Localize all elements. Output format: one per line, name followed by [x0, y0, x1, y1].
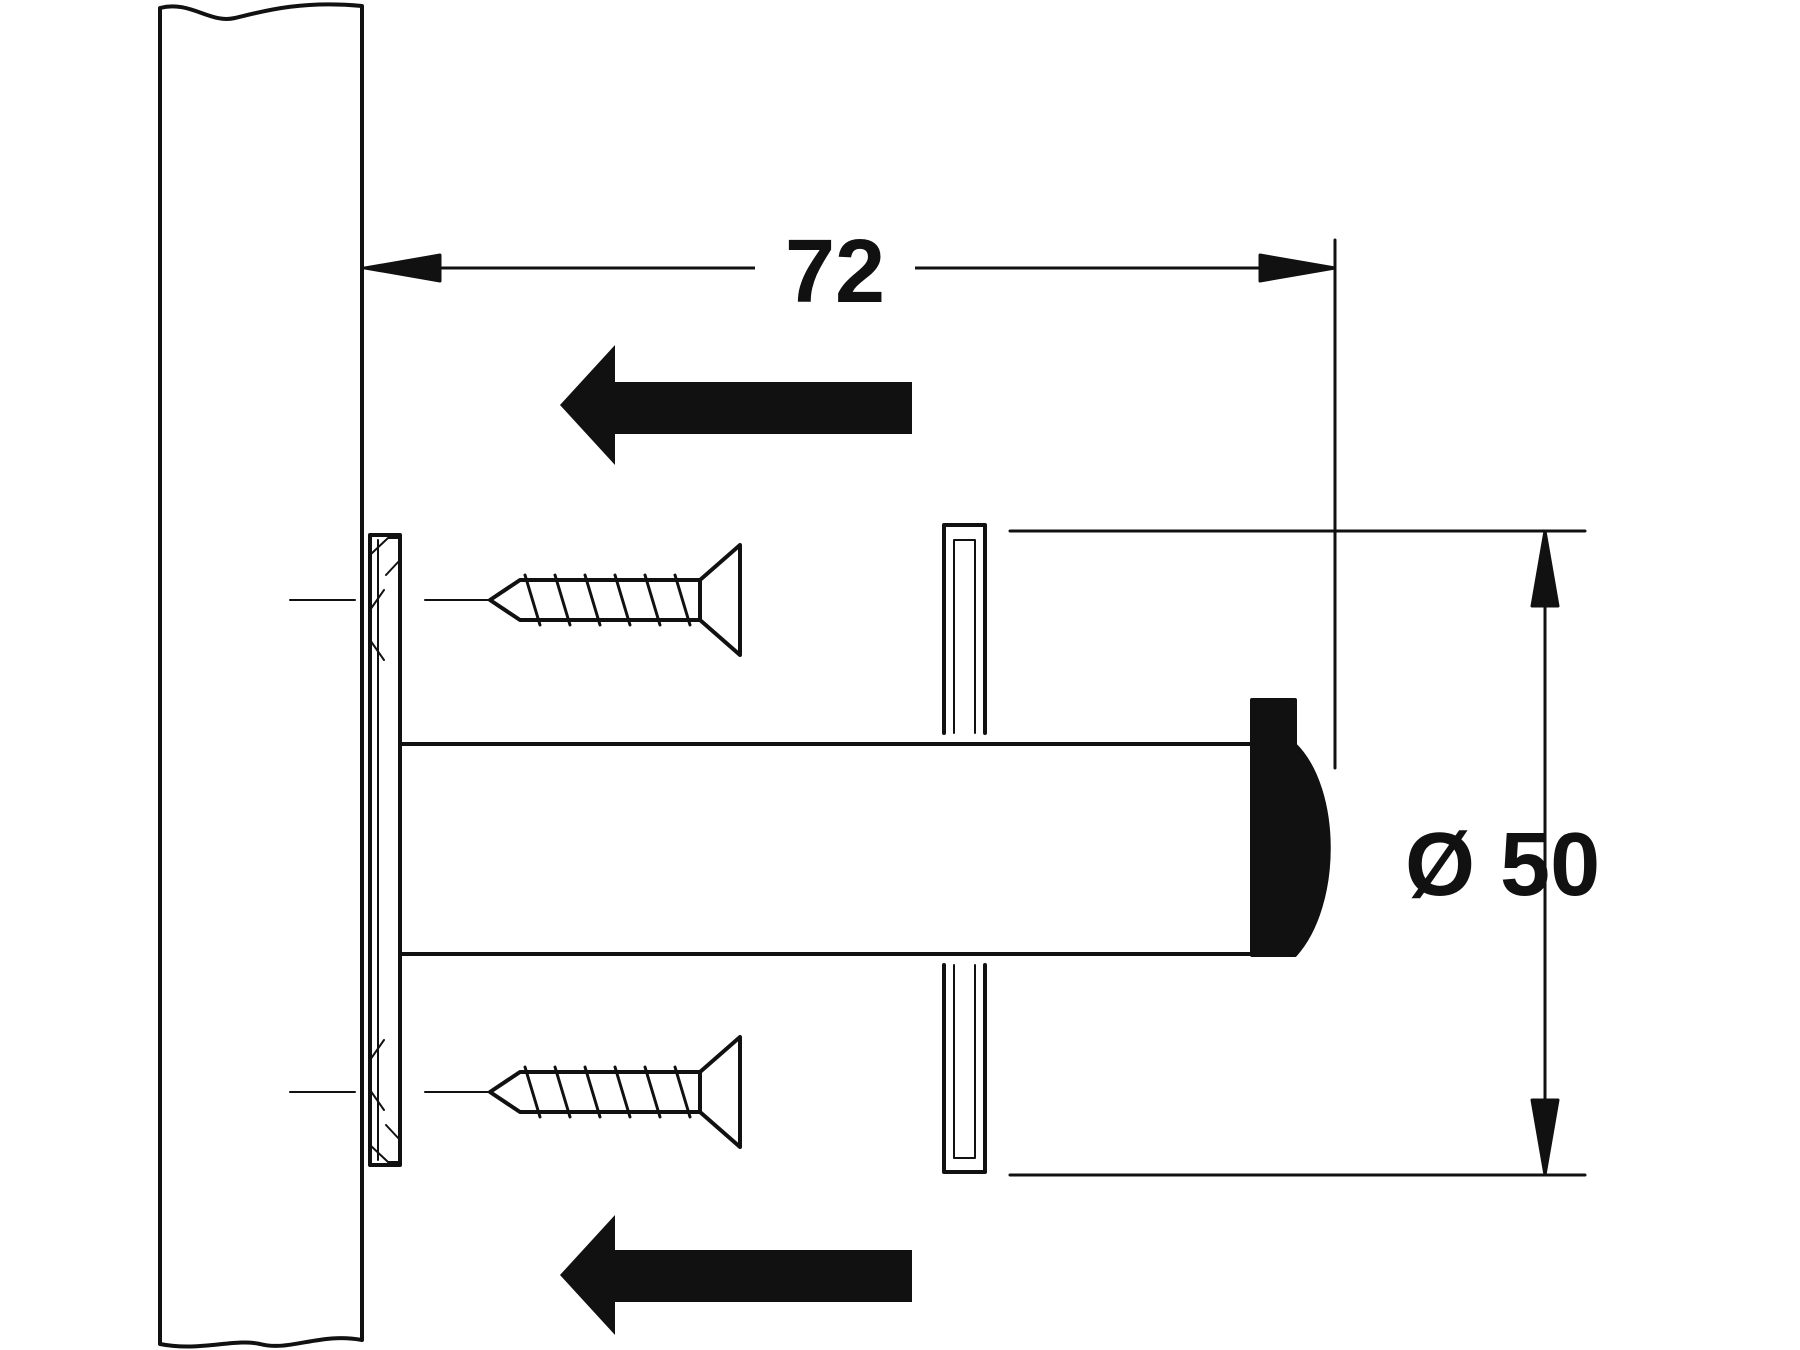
- lower-direction-arrow: [560, 1215, 912, 1335]
- mounting-flange: [368, 533, 402, 1167]
- rod-spacer: [398, 742, 1254, 956]
- end-cap: [1250, 698, 1331, 957]
- cabinet-side-panel: [158, 2, 364, 1349]
- retaining-ring: [942, 523, 987, 1174]
- lower-screw: [488, 1035, 742, 1149]
- diameter-dimension: [1008, 529, 1587, 1177]
- screw-axis-lines: [289, 599, 491, 1093]
- length-label: 72: [785, 222, 885, 322]
- diameter-label: Ø 50: [1405, 815, 1600, 915]
- length-dimension: [363, 238, 1337, 770]
- upper-screw: [488, 543, 742, 657]
- upper-direction-arrow: [560, 345, 912, 465]
